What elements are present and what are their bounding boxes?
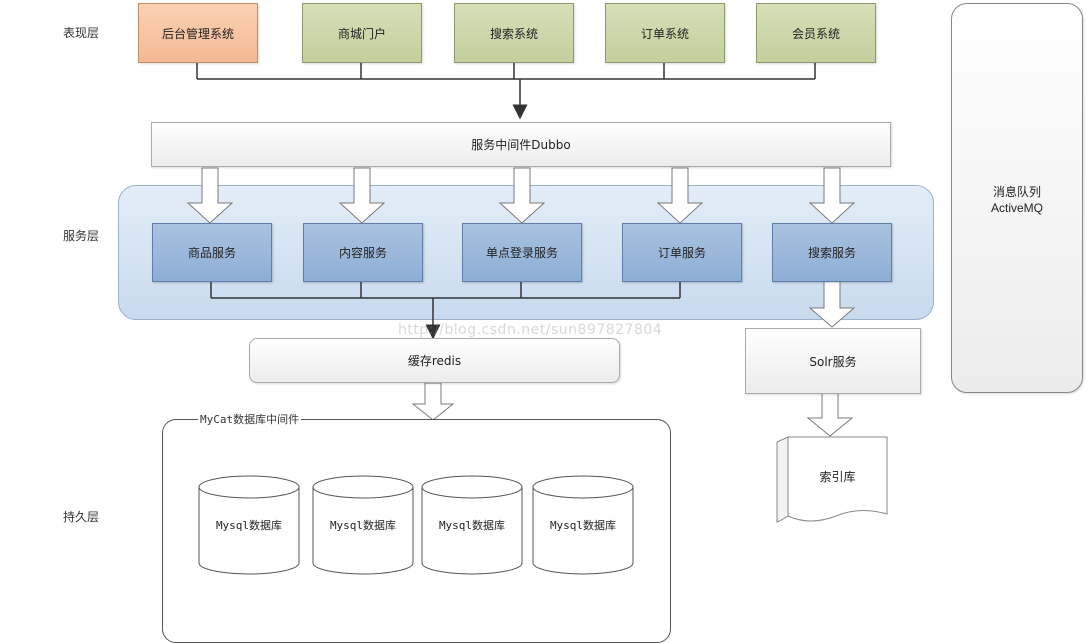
goods-service-box: 商品服务 bbox=[152, 223, 272, 282]
arrow-to-content-service bbox=[338, 167, 386, 224]
mysql-db-4: Mysql数据库 bbox=[532, 475, 634, 575]
mysql-db-label: Mysql数据库 bbox=[215, 519, 283, 532]
search-system-label: 搜索系统 bbox=[489, 26, 538, 41]
mysql-db-3: Mysql数据库 bbox=[421, 475, 523, 575]
redis-cache-label: 缓存redis bbox=[407, 354, 462, 368]
order-system-label: 订单系统 bbox=[640, 26, 689, 41]
member-system-box: 会员系统 bbox=[756, 3, 876, 63]
sso-service-label: 单点登录服务 bbox=[485, 246, 558, 260]
goods-service-label: 商品服务 bbox=[187, 246, 236, 260]
database-icon bbox=[312, 475, 414, 575]
search-service-box: 搜索服务 bbox=[772, 223, 892, 282]
admin-system-box: 后台管理系统 bbox=[138, 3, 258, 63]
arrow-to-mycat bbox=[411, 382, 455, 421]
document-icon bbox=[776, 436, 888, 523]
mq-label-line2: ActiveMQ bbox=[990, 201, 1043, 215]
order-system-box: 订单系统 bbox=[605, 3, 725, 63]
arrow-to-sso-service bbox=[498, 167, 546, 224]
mysql-db-label: Mysql数据库 bbox=[438, 519, 506, 532]
mall-portal-box: 商城门户 bbox=[302, 3, 422, 63]
arrow-to-goods-service bbox=[186, 167, 234, 224]
order-service-label: 订单服务 bbox=[657, 246, 706, 260]
arrow-to-search-service bbox=[808, 167, 856, 224]
admin-system-label: 后台管理系统 bbox=[161, 26, 234, 41]
hollow-arrows bbox=[186, 167, 856, 437]
layer-label-service: 服务层 bbox=[63, 229, 100, 243]
search-service-label: 搜索服务 bbox=[807, 246, 856, 260]
mysql-db-label: Mysql数据库 bbox=[329, 519, 397, 532]
mq-label-line1: 消息队列 bbox=[992, 185, 1041, 199]
mysql-db-label: Mysql数据库 bbox=[549, 519, 617, 532]
member-system-label: 会员系统 bbox=[791, 26, 840, 41]
dubbo-label: 服务中间件Dubbo bbox=[471, 138, 571, 152]
arrow-to-index-db bbox=[806, 392, 854, 437]
layer-label-presentation: 表现层 bbox=[63, 26, 100, 40]
arrow-to-solr bbox=[808, 280, 856, 328]
sso-service-box: 单点登录服务 bbox=[462, 223, 582, 282]
mall-portal-label: 商城门户 bbox=[337, 26, 386, 41]
content-service-label: 内容服务 bbox=[338, 246, 387, 260]
presentation-connector bbox=[196, 61, 816, 120]
arrow-to-order-service bbox=[656, 167, 704, 224]
content-service-box: 内容服务 bbox=[303, 223, 423, 282]
solr-service-label: Solr服务 bbox=[809, 354, 857, 369]
database-icon bbox=[532, 475, 634, 575]
dubbo-middleware-bar: 服务中间件Dubbo bbox=[151, 122, 891, 167]
service-to-cache-connector bbox=[210, 280, 681, 340]
order-service-box: 订单服务 bbox=[622, 223, 742, 282]
layer-label-persistence: 持久层 bbox=[63, 510, 100, 524]
database-icon bbox=[198, 475, 300, 575]
index-db-shape: 索引库 bbox=[776, 436, 888, 526]
solr-service-box: Solr服务 bbox=[745, 328, 921, 394]
index-db-label: 索引库 bbox=[819, 469, 856, 484]
mysql-db-2: Mysql数据库 bbox=[312, 475, 414, 575]
database-icon bbox=[421, 475, 523, 575]
mycat-title: MyCat数据库中间件 bbox=[198, 411, 302, 427]
redis-cache-box: 缓存redis bbox=[249, 338, 620, 383]
mysql-db-1: Mysql数据库 bbox=[198, 475, 300, 575]
message-queue-box: 消息队列 ActiveMQ bbox=[951, 3, 1083, 393]
search-system-box: 搜索系统 bbox=[454, 3, 574, 63]
